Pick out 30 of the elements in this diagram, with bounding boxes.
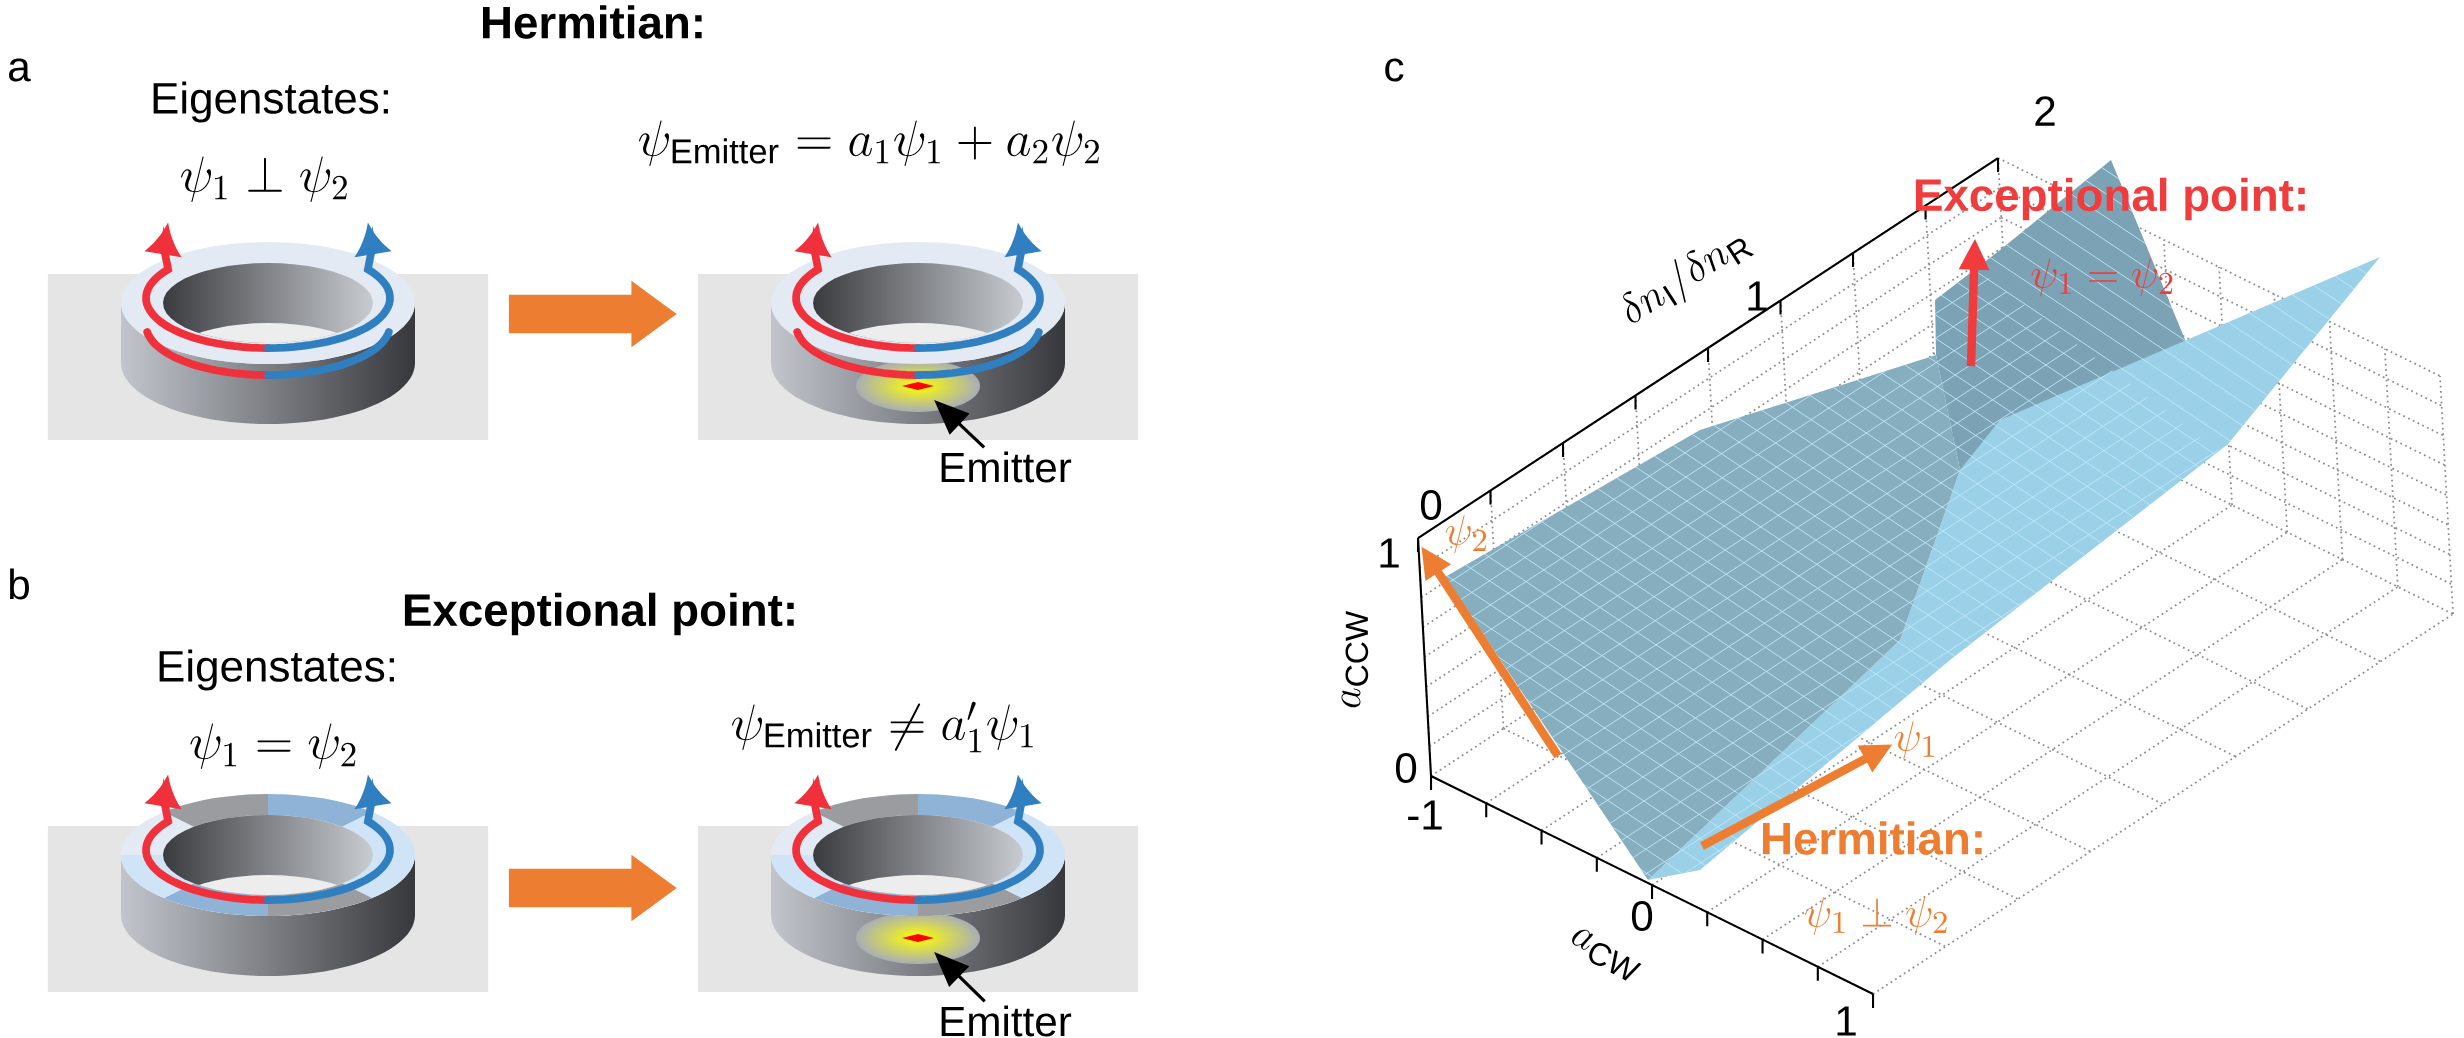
formula: $\psi_1 = \psi_2$: [190, 723, 356, 769]
tick-label: -1: [1408, 800, 1442, 830]
caption-text: Eigenstates:: [159, 649, 394, 691]
ring-resonator-drawing: [47, 794, 489, 993]
callout-text: Emitter: [941, 451, 1072, 483]
formula: $\psi_{\mathrm{Emitter}} \neq a_1'\psi_1$: [732, 701, 1033, 753]
formula: $\psi_{\mathrm{Emitter}} = a_1\psi_1 + a_2\psi_2$: [639, 120, 1099, 166]
panel-label: b: [9, 568, 29, 600]
ring-resonator-drawing: [47, 242, 489, 441]
panel-label: a: [9, 58, 31, 82]
tick-label: 0: [1420, 490, 1442, 520]
ring-resonator-drawing: [697, 242, 1139, 441]
panel-label: c: [1385, 58, 1404, 82]
tick-label: 2: [2035, 96, 2055, 126]
heading: Exceptional point:: [404, 592, 794, 636]
annotation-formula: $\psi_1 \perp \psi_2$: [1805, 897, 1947, 936]
annotation-formula: $\psi_1$: [1894, 721, 1935, 760]
tick-label: 1: [1380, 538, 1399, 568]
axis-label: $a_{\mathrm{CCW}}$: [1341, 611, 1369, 708]
callout-text: Emitter: [941, 1005, 1072, 1037]
heading: Hermitian:: [483, 5, 702, 39]
axis-label: $a_{\mathrm{CW}}$: [1572, 929, 1642, 981]
caption-text: Eigenstates:: [153, 81, 388, 123]
ring-resonator-drawing: [697, 794, 1139, 993]
annotation-formula: $\psi_2$: [1445, 515, 1487, 554]
tick-label: 1: [1837, 1006, 1856, 1036]
formula: $\psi_1 \perp \psi_2$: [181, 156, 347, 202]
tick-label: 0: [1395, 753, 1417, 783]
tick-label: 0: [1631, 901, 1653, 931]
annotation-label: Hermitian:: [1763, 821, 1982, 855]
